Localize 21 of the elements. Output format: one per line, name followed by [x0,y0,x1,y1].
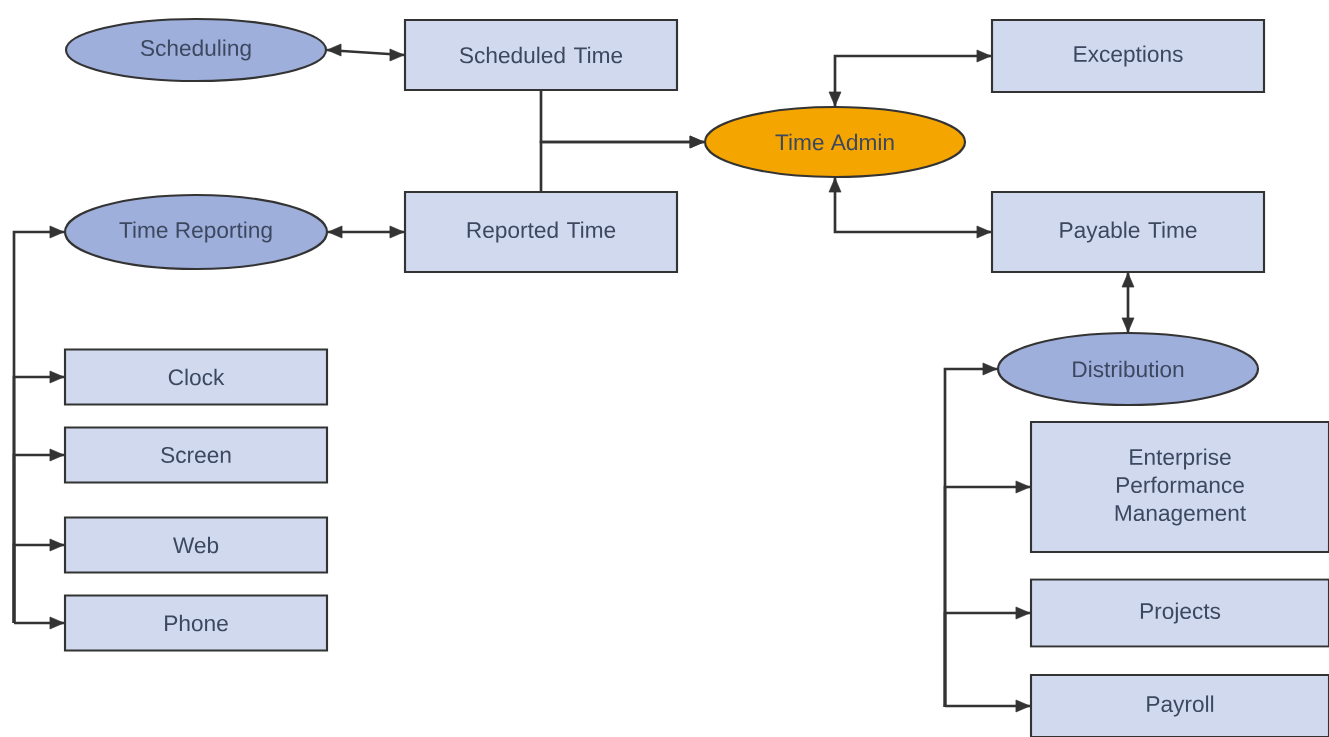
arrow [14,616,65,630]
process-box: Exceptions [990,18,1266,94]
process-box: Payroll [1029,673,1329,737]
arrow [539,135,705,191]
process-box: Reported Time [403,190,679,274]
arrow [828,49,992,107]
arrow [12,538,65,623]
arrow [326,43,405,62]
process-box: Payable Time [990,190,1266,274]
process-box: Projects [1029,578,1329,648]
arrow [943,699,1031,713]
process-box: Web [63,516,329,574]
process-box: Clock [63,348,329,406]
arrow [327,225,405,239]
process-box: Scheduled Time [403,18,679,92]
process-box: Enterprise Performance Management [1029,420,1329,554]
process-box: Phone [63,594,329,652]
process-box: Screen [63,426,329,484]
arrow [828,177,992,239]
arrow [1121,272,1135,333]
arrow [943,606,1031,707]
